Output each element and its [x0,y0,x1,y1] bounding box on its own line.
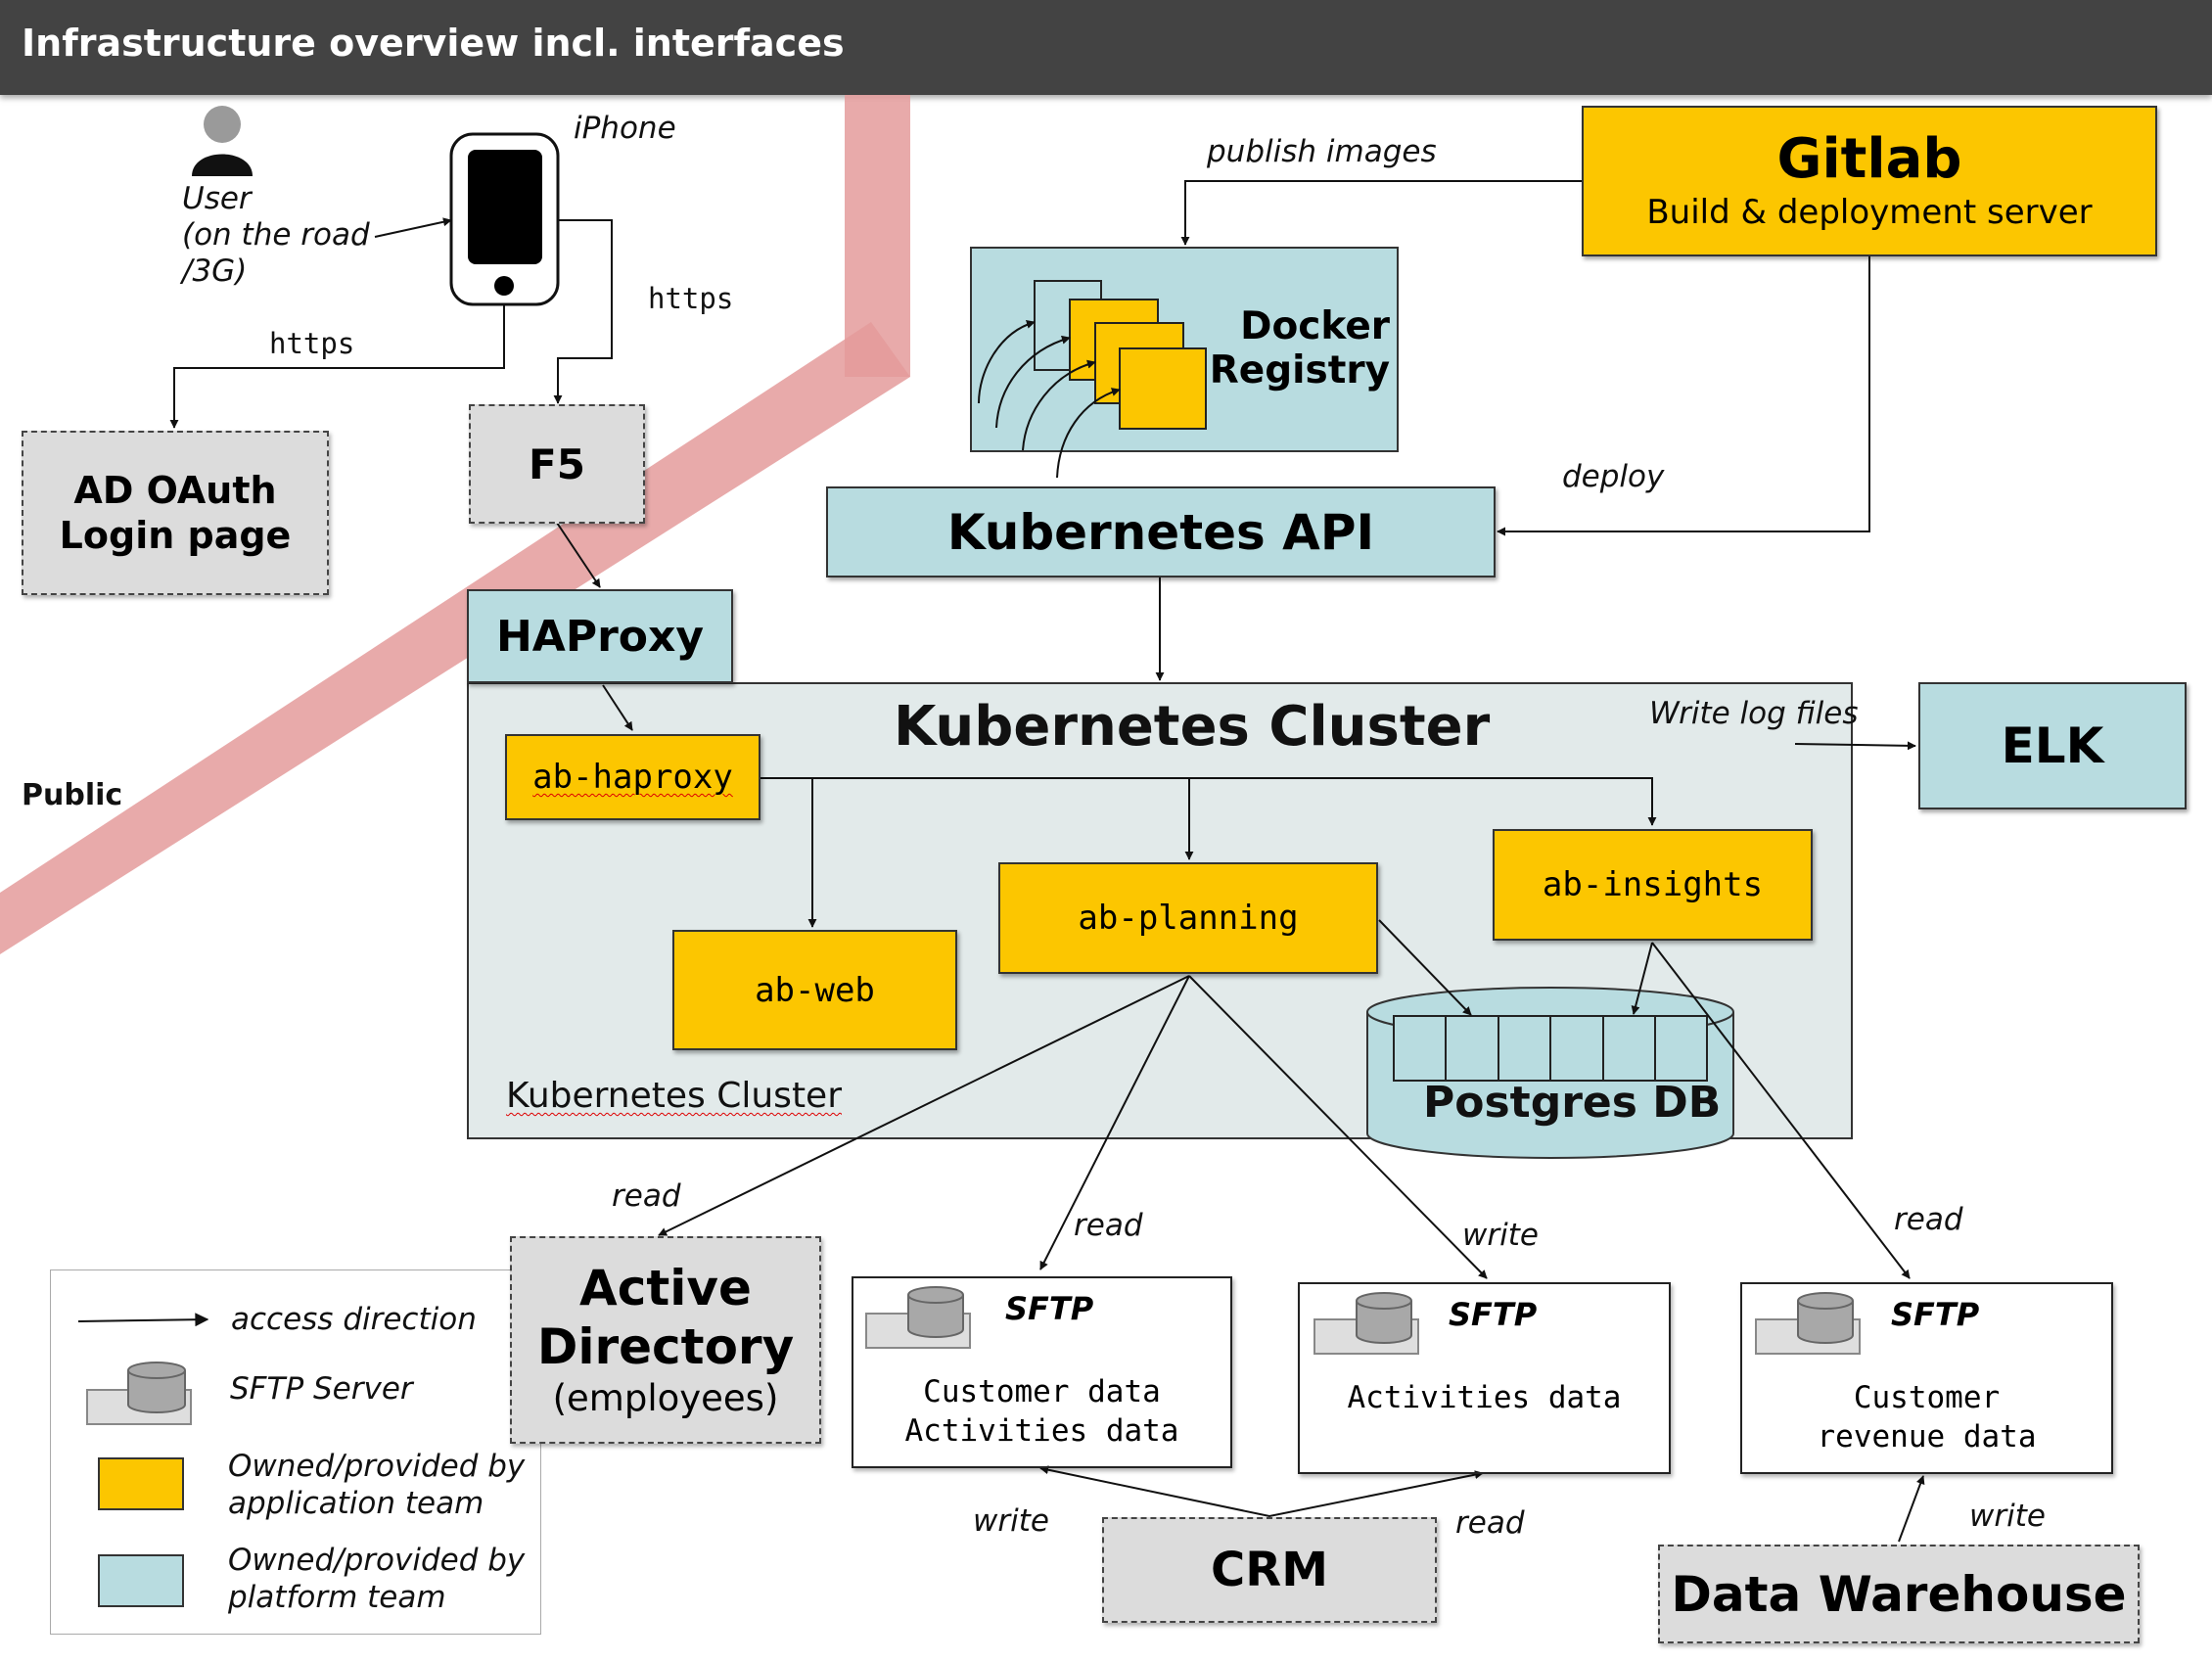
active-directory-line2: Directory [536,1318,795,1375]
sftp-customer-revenue-box: SFTP Customer revenue data [1740,1282,2113,1474]
ad-oauth-line2: Login page [59,514,292,557]
crm-label: CRM [1211,1543,1328,1597]
publish-images-label: publish images [1207,134,1437,169]
data-warehouse-box: Data Warehouse [1658,1545,2140,1643]
sftp-server-icon [865,1286,971,1349]
postgres-db-cylinder [1366,987,1734,1159]
ab-insights-box: ab-insights [1493,829,1813,941]
haproxy-label: HAProxy [495,611,705,662]
sftp-title: SFTP [1005,1290,1094,1327]
user-label: User [182,181,252,216]
user-sublabel: (on the road [182,217,370,253]
sftp-server-icon [1313,1292,1419,1355]
gitlab-box: Gitlab Build & deployment server [1582,106,2157,256]
legend-sftp-server: SFTP Server [230,1371,413,1407]
ad-oauth-login-box: AD OAuth Login page [22,431,329,595]
ab-web-label: ab-web [755,970,875,1010]
legend-platform-team: Owned/provided by [228,1543,526,1578]
legend-swatch-platform [98,1554,184,1607]
active-directory-line1: Active [579,1260,752,1316]
https-label: https [648,282,734,315]
read-label: read [1894,1202,1963,1237]
ab-planning-box: ab-planning [998,862,1378,974]
https-label: https [269,327,355,360]
kubernetes-api-label: Kubernetes API [946,503,1375,561]
ab-planning-label: ab-planning [1078,899,1299,938]
kubernetes-cluster-footer: Kubernetes Cluster [506,1076,842,1116]
public-zone-label: Public [22,778,123,812]
legend-app-team: Owned/provided by [228,1449,526,1484]
sftp-content: Activities data [904,1413,1179,1449]
iphone-label: iPhone [574,111,676,146]
sftp-content: Customer [1853,1380,2001,1415]
diagram-title: Infrastructure overview incl. interfaces [22,22,845,65]
legend-sftp-icon [86,1362,192,1425]
sftp-content: Customer data [923,1374,1161,1409]
f5-label: F5 [529,439,585,488]
kubernetes-api-box: Kubernetes API [826,486,1496,577]
sftp-content: revenue data [1817,1419,2037,1454]
sftp-customer-activities-box: SFTP Customer data Activities data [852,1276,1232,1468]
ab-haproxy-box: ab-haproxy [505,734,760,820]
dw-write-label: write [1969,1499,2046,1534]
legend-arrow [77,1313,209,1327]
postgres-db-label: Postgres DB [1423,1078,1722,1128]
write-label: write [1462,1218,1539,1253]
kubernetes-cluster-title: Kubernetes Cluster [894,695,1491,759]
docker-registry-line1: Docker [1240,304,1390,348]
sftp-activities-box: SFTP Activities data [1298,1282,1671,1474]
haproxy-box: HAProxy [467,589,733,683]
elk-label: ELK [2001,717,2104,774]
legend-platform-team: platform team [228,1580,446,1615]
crm-write-label: write [973,1503,1049,1539]
legend-access-direction: access direction [231,1302,477,1337]
person-icon [192,106,253,176]
data-warehouse-label: Data Warehouse [1671,1565,2127,1623]
active-directory-line3: (employees) [552,1377,779,1419]
sftp-title: SFTP [1891,1296,1980,1333]
sftp-server-icon [1755,1292,1861,1355]
gitlab-subtitle: Build & deployment server [1646,193,2093,232]
user-sublabel: /3G) [182,254,248,289]
sftp-title: SFTP [1449,1296,1538,1333]
ab-insights-label: ab-insights [1542,865,1764,904]
elk-box: ELK [1918,682,2187,809]
deploy-label: deploy [1562,459,1665,494]
public-boundary-band [0,95,910,954]
kubernetes-cluster-footer-text: Kubernetes Cluster [506,1076,843,1116]
f5-box: F5 [469,404,645,524]
legend-app-team: application team [228,1486,484,1521]
write-log-files-label: Write log files [1649,696,1859,731]
docker-registry-label-group: Docker Registry [1210,300,1390,397]
ab-web-box: ab-web [672,930,957,1050]
ad-oauth-line1: AD OAuth [73,469,277,512]
sftp-content: Activities data [1347,1380,1622,1415]
read-label: read [612,1178,681,1214]
crm-box: CRM [1102,1517,1437,1623]
legend-swatch-application [98,1457,184,1510]
title-bar: Infrastructure overview incl. interfaces [0,0,2212,95]
docker-registry-line2: Registry [1209,348,1390,392]
gitlab-title: Gitlab [1776,127,1962,191]
crm-read-label: read [1455,1505,1525,1541]
active-directory-box: Active Directory (employees) [510,1236,821,1444]
docker-registry-panel [970,247,1399,479]
ab-haproxy-label: ab-haproxy [532,758,733,797]
smartphone-icon [449,132,560,306]
read-label: read [1074,1208,1143,1243]
